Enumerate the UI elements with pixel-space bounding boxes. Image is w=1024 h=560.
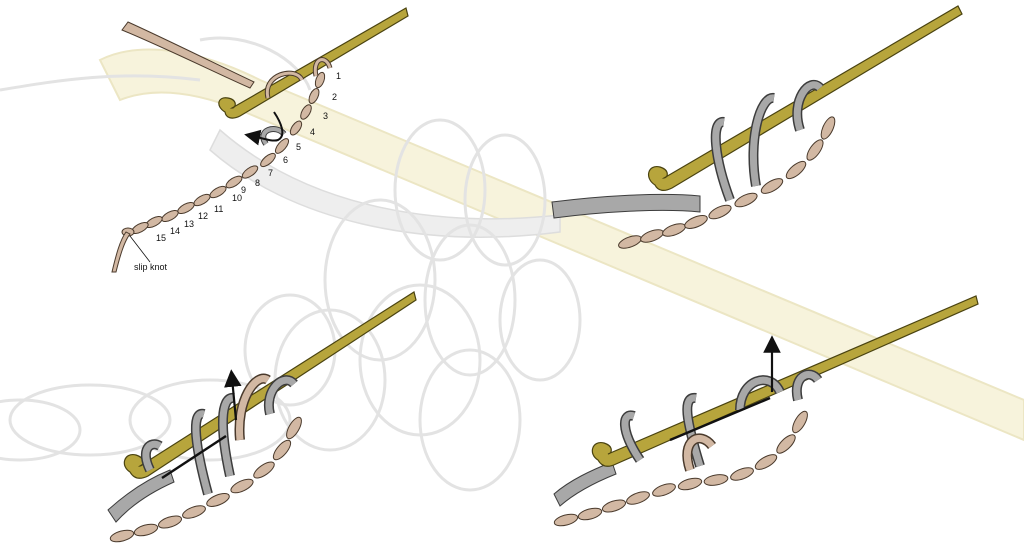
chain-number: 13 [184,219,194,229]
chain-number: 10 [232,193,242,203]
chain-number: 12 [198,211,208,221]
panel-4 [553,295,979,527]
slip-knot-tail [111,231,131,273]
slip-knot-label: slip knot [134,262,168,272]
chain-number: 8 [255,178,260,188]
panel-3 [107,291,417,543]
watermark-hook [98,48,1024,442]
chain-number: 4 [310,127,315,137]
chain-number: 7 [268,168,273,178]
panel-2 [551,5,963,249]
panel-1-chain: 1 2 3 4 5 6 7 8 9 10 11 12 13 14 15 slip… [111,7,409,273]
watermark-gray-arc [209,128,561,238]
arrow-3 [224,369,242,421]
chain-number: 15 [156,233,166,243]
chain-number: 9 [241,185,246,195]
chain-braid-1 [121,71,326,237]
chain-number: 6 [283,155,288,165]
chain-number: 1 [336,71,341,81]
chain-number: 11 [214,204,223,214]
background-watermark [0,36,1024,492]
chain-number: 14 [170,226,180,236]
chain-number: 3 [323,111,328,121]
chain-number: 2 [332,92,337,102]
chain-number: 5 [296,142,301,152]
working-yarn-1 [121,21,255,89]
arrow-1 [244,111,284,146]
